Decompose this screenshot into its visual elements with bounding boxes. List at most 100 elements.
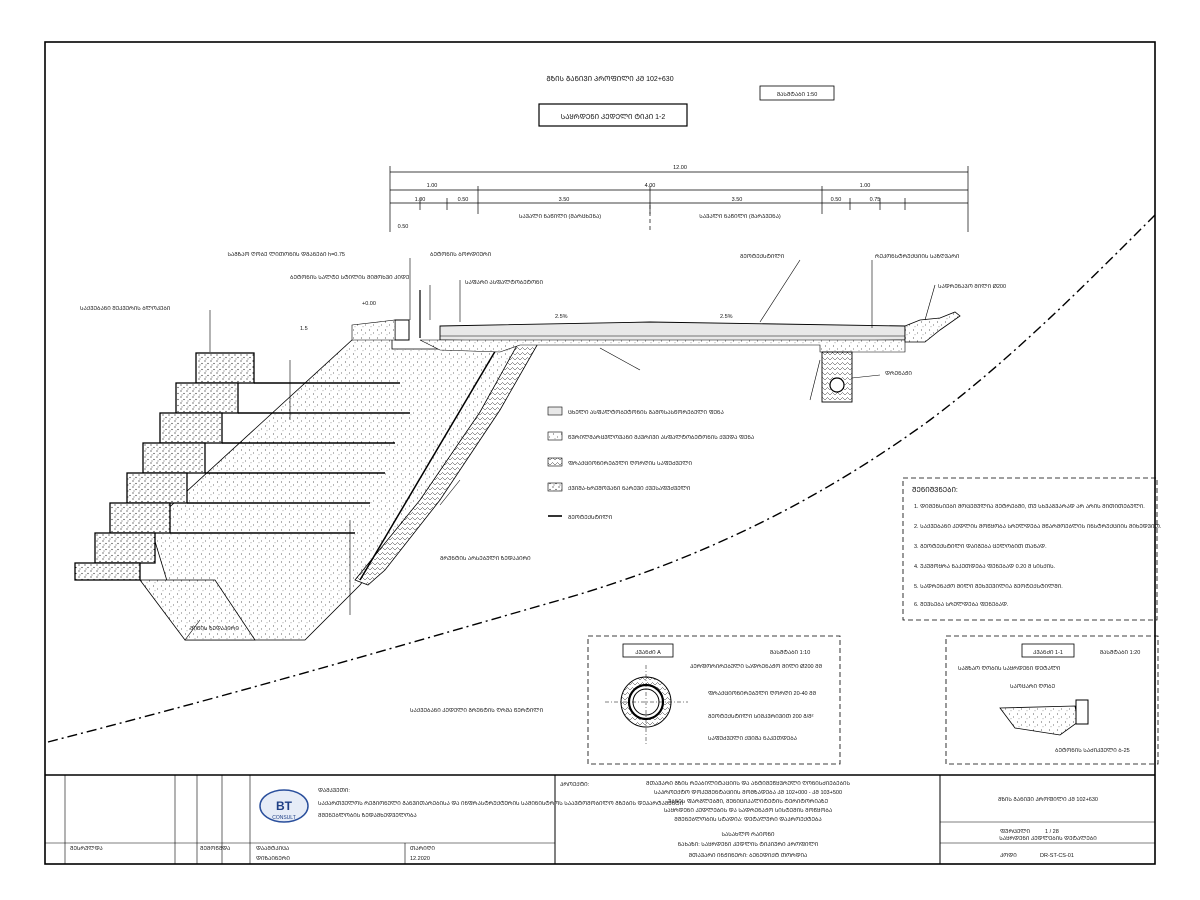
annotation: ᲓᲠᲔᲜᲐᲟᲘ bbox=[885, 371, 912, 377]
client-label: ᲓᲐᲛᲙᲕᲔᲗᲘ: bbox=[318, 788, 350, 794]
project-line: ᲡᲐᲡᲐᲮᲚᲝ ᲠᲐᲘᲝᲜᲘ bbox=[721, 832, 775, 838]
wall-foundation bbox=[139, 579, 256, 641]
retaining-wall bbox=[74, 352, 255, 581]
project-line: ᲣᲑᲜᲘᲡ ᲤᲐᲠᲒᲚᲔᲑᲨᲘ, ᲛᲣᲜᲘᲪᲘᲞᲐᲚᲘᲢᲔᲢᲘᲡ ᲢᲔᲠᲘᲢᲝᲠ… bbox=[668, 798, 828, 805]
detail-b-label: ᲙᲕᲐᲜᲫᲘ 1-1 bbox=[1033, 650, 1063, 656]
annotation: ᲡᲐᲓᲠᲔᲜᲐᲯᲝ ᲛᲘᲚᲘ Ø200 bbox=[938, 284, 1006, 290]
geogrid-layers bbox=[170, 382, 410, 534]
layer-label: ᲒᲔᲝᲢᲔᲥᲡᲢᲘᲚᲘ bbox=[568, 514, 613, 521]
title-block bbox=[45, 774, 1155, 864]
wall-course bbox=[195, 352, 255, 384]
layer-label: ᲪᲮᲔᲚᲘ ᲐᲡᲤᲐᲚᲢᲝᲑᲔᲢᲝᲜᲘᲡ ᲒᲐᲛᲝᲡᲐᲡᲬᲝᲠᲔᲑᲔᲚᲘ ᲤᲔᲜ… bbox=[568, 409, 724, 416]
wall-course bbox=[109, 502, 171, 534]
dim-edge-left: 1.00 bbox=[415, 197, 426, 203]
detail-a-label: ᲙᲕᲐᲜᲫᲘ A bbox=[635, 650, 661, 656]
right-ditch bbox=[904, 311, 961, 343]
layer-label: ᲬᲕᲠᲘᲚᲛᲐᲠᲪᲕᲚᲝᲕᲐᲜᲘ ᲛᲙᲕᲠᲘᲕᲘ ᲐᲡᲤᲐᲚᲢᲝᲑᲔᲢᲝᲜᲘᲡ … bbox=[568, 434, 754, 441]
client-name: ᲡᲐᲥᲐᲠᲗᲕᲔᲚᲝᲡ ᲠᲔᲒᲘᲝᲜᲣᲚᲘ ᲒᲐᲜᲕᲘᲗᲐᲠᲔᲑᲘᲡᲐ ᲓᲐ Ი… bbox=[318, 800, 684, 807]
top-mark: 1.5 bbox=[300, 326, 308, 332]
drain-pipe bbox=[829, 377, 845, 393]
wall-course bbox=[94, 532, 156, 564]
note-item: 1. ᲓᲘᲛᲔᲜᲡᲘᲔᲑᲘ ᲛᲝᲪᲔᲛᲣᲚᲘᲐ ᲛᲔᲢᲠᲔᲑᲨᲘ, ᲗᲣ ᲡᲮᲕ… bbox=[914, 503, 1145, 510]
layer-swatch bbox=[547, 482, 563, 492]
company-logo-text: BT bbox=[276, 799, 293, 813]
layer-swatch bbox=[547, 406, 563, 416]
company-logo bbox=[259, 789, 309, 823]
dim-lane-left: 3.50 bbox=[559, 197, 570, 203]
code-value: DR-ST-CS-01 bbox=[1040, 853, 1074, 859]
note-item: 5. ᲡᲐᲓᲠᲔᲜᲐᲟᲝ ᲛᲘᲚᲘ ᲨᲔᲮᲕᲔᲕᲘᲚᲘᲐ ᲒᲔᲝᲢᲔᲥᲡᲢᲘᲚᲨ… bbox=[914, 583, 1063, 590]
left-lane-label: ᲡᲐᲕᲐᲚᲘ ᲜᲐᲬᲘᲚᲘ (ᲛᲐᲠᲪᲮᲔᲜᲐ) bbox=[519, 214, 601, 220]
layer-swatch bbox=[547, 431, 563, 441]
bottom-left-note: ᲡᲐᲥᲕᲔᲑᲐᲜᲘ ᲙᲔᲓᲔᲚᲘ ᲒᲠᲣᲜᲢᲘᲡ ᲦᲠᲛᲐ ᲬᲔᲠᲢᲘᲚᲘ bbox=[410, 707, 544, 714]
project-line: ᲛᲗᲐᲕᲐᲠᲘ ᲒᲖᲘᲡ ᲠᲔᲐᲑᲘᲚᲘᲢᲐᲪᲘᲘᲡ ᲓᲐ ᲐᲜᲢᲘᲛᲔᲬᲧᲕᲠ… bbox=[646, 780, 850, 787]
annotation: ᲛᲘᲬᲘᲡ ᲖᲔᲓᲐᲞᲘᲠᲘ bbox=[190, 626, 239, 632]
subgrade bbox=[419, 339, 906, 353]
date-value: 12.2020 bbox=[410, 856, 430, 862]
drawing-subtitle: ᲡᲐᲧᲠᲓᲔᲜᲘ ᲙᲔᲓᲚᲔᲑᲘᲡ ᲓᲔᲢᲐᲚᲔᲑᲘ bbox=[999, 835, 1097, 842]
project-line: ᲛᲗᲐᲕᲐᲠᲘ ᲘᲜᲟᲘᲜᲔᲠᲘ: ᲑᲔᲜᲔᲓᲘᲥᲢ ᲗᲝᲠᲓᲘᲐ bbox=[689, 852, 808, 859]
slope-right: 2.5% bbox=[720, 314, 733, 320]
annotation: ᲡᲐᲥᲕᲔᲑᲐᲜᲘ ᲨᲔᲙᲕᲔᲠᲘᲡ ᲑᲚᲝᲙᲔᲑᲘ bbox=[80, 306, 171, 312]
detail-a-text: ᲒᲔᲝᲢᲔᲥᲡᲢᲘᲚᲘ ᲡᲘᲛᲙᲕᲠᲘᲕᲘᲗ 200 Გ/Მ² bbox=[708, 713, 814, 720]
detail-b-box bbox=[945, 635, 1159, 765]
slope-left: 2.5% bbox=[555, 314, 568, 320]
dimension-chain bbox=[389, 166, 969, 232]
detail-b-text: ᲡᲐᲝᲪᲐᲠᲘ ᲦᲝᲑᲔ bbox=[1010, 684, 1055, 690]
dim-edge-right: 0.50 bbox=[831, 197, 842, 203]
annotation: ᲡᲐᲤᲐᲠᲘ ᲐᲡᲤᲐᲚᲢᲝᲑᲔᲢᲝᲜᲘ bbox=[465, 279, 544, 286]
sheet-number: 1 / 28 bbox=[1045, 829, 1059, 835]
detail-b-shape bbox=[999, 705, 1079, 736]
detail-a-text: ᲤᲠᲐᲥᲪᲘᲝᲜᲘᲠᲔᲑᲣᲚᲘ ᲦᲝᲠᲦᲘ 20-40 ᲛᲛ bbox=[708, 691, 817, 697]
project-label: ᲞᲠᲝᲔᲥᲢᲘ: bbox=[560, 781, 590, 788]
project-line: ᲡᲐᲧᲠᲓᲔᲜᲘ ᲙᲔᲓᲚᲔᲑᲘᲡ ᲓᲐ ᲡᲐᲓᲠᲔᲜᲐᲟᲝ ᲡᲘᲡᲢᲔᲛᲘᲡ … bbox=[664, 807, 832, 814]
detail-a-scale: ᲛᲐᲡᲨᲢᲐᲑᲘ 1:10 bbox=[770, 649, 811, 656]
wall-course bbox=[159, 412, 223, 444]
existing-ground-line bbox=[47, 214, 1156, 743]
section-title: ᲡᲐᲧᲠᲓᲔᲜᲘ ᲙᲔᲓᲔᲚᲘ ᲢᲘᲞᲘ 1-2 bbox=[561, 113, 666, 121]
layer-legend: ᲪᲮᲔᲚᲘ ᲐᲡᲤᲐᲚᲢᲝᲑᲔᲢᲝᲜᲘᲡ ᲒᲐᲛᲝᲡᲐᲡᲬᲝᲠᲔᲑᲔᲚᲘ ᲤᲔᲜ… bbox=[547, 406, 754, 521]
drainage-layer bbox=[354, 339, 541, 586]
date-label: ᲗᲐᲠᲘᲦᲘ bbox=[410, 846, 435, 852]
leader-lines bbox=[184, 258, 936, 641]
annotation: ᲑᲔᲢᲝᲜᲘᲡ ᲡᲐᲚᲢᲔ ᲡᲢᲘᲚᲘᲡ ᲛᲘᲛᲝᲮᲕᲘ ᲙᲘᲓᲔ bbox=[290, 274, 409, 281]
dim-edge-right-b: 0.75 bbox=[870, 197, 881, 203]
annotation: ᲒᲔᲝᲢᲔᲥᲡᲢᲘᲚᲘ bbox=[740, 253, 785, 260]
note-item: 3. ᲒᲔᲝᲢᲔᲥᲡᲢᲘᲚᲘ ᲓᲐᲘᲒᲔᲑᲐ ᲪᲔᲚᲝᲑᲘᲗ ᲗᲐᲜᲐᲓ. bbox=[914, 543, 1047, 550]
detail-a-box bbox=[587, 635, 841, 765]
note-item: 2. ᲡᲐᲥᲕᲔᲑᲐᲜᲘ ᲙᲔᲓᲚᲘᲡ ᲛᲝᲬᲧᲝᲑᲐ ᲡᲠᲣᲚᲓᲔᲑᲐ ᲛᲬᲐ… bbox=[914, 523, 1162, 530]
note-item: 6. ᲨᲔᲕᲡᲔᲑᲐ ᲡᲠᲣᲚᲓᲔᲑᲐ ᲤᲔᲜᲔᲑᲐᲓ. bbox=[914, 602, 1009, 608]
geotextile-line bbox=[359, 342, 501, 581]
left-curb bbox=[394, 319, 410, 341]
sheet-border bbox=[44, 41, 1156, 865]
dim-offset: 0.50 bbox=[398, 224, 409, 230]
row-value: ᲓᲘᲖᲐᲘᲜᲔᲠᲘ bbox=[256, 856, 290, 862]
sheet-label: ᲤᲣᲠᲪᲔᲚᲘ bbox=[1000, 829, 1031, 835]
detail-a-text: ᲡᲐᲤᲣᲫᲕᲔᲚᲘ ᲥᲕᲘᲨᲐ ᲜᲐᲙᲔᲗᲓᲔᲑᲐ bbox=[708, 736, 797, 742]
code-label: ᲙᲝᲓᲘ bbox=[1000, 853, 1017, 859]
dim-left-shoulder: 1.00 bbox=[427, 183, 438, 189]
section-title-box bbox=[538, 103, 688, 127]
wall-course bbox=[74, 562, 141, 581]
row-label: ᲨᲔᲛᲝᲬᲛᲓᲐ bbox=[200, 846, 230, 852]
elevation-mark: +0.00 bbox=[362, 301, 376, 307]
layer-swatch bbox=[547, 457, 563, 467]
layer-label: ᲥᲕᲘᲨᲐ-ᲮᲠᲔᲨᲝᲕᲐᲜᲘ ᲜᲐᲠᲔᲕᲘ ᲥᲕᲔᲡᲐᲤᲣᲫᲕᲔᲚᲘ bbox=[568, 486, 691, 492]
detail-b-scale: ᲛᲐᲡᲨᲢᲐᲑᲘ 1:20 bbox=[1100, 649, 1141, 656]
client-name-line2: ᲛᲨᲔᲜᲔᲑᲚᲝᲑᲘᲡ ᲖᲔᲓᲐᲛᲮᲔᲓᲕᲔᲚᲝᲑᲐ bbox=[318, 813, 417, 819]
note-item: 4. ᲣᲙᲣᲛᲝᲧᲠᲐ ᲜᲐᲙᲔᲗᲓᲔᲑᲐ ᲤᲔᲜᲔᲑᲐᲓ 0.20 Მ ᲡᲘᲡ… bbox=[914, 564, 1056, 570]
drawing-main-title: ᲒᲖᲘᲡ ᲒᲐᲜᲘᲕᲘ ᲞᲠᲝᲤᲘᲚᲘ ᲙᲛ 102+630 bbox=[546, 75, 673, 83]
project-line: ᲜᲐᲮᲐᲖᲘ: ᲡᲐᲧᲠᲓᲔᲜᲘ ᲙᲔᲓᲚᲘᲡ ᲢᲘᲞᲘᲣᲠᲘ ᲞᲠᲝᲤᲘᲚᲘ bbox=[678, 841, 819, 848]
project-line: ᲡᲐᲞᲠᲝᲔᲥᲢᲝ ᲓᲝᲙᲣᲛᲔᲜᲢᲐᲪᲘᲘᲡ ᲛᲝᲛᲖᲐᲓᲔᲑᲐ ᲙᲛ 102… bbox=[654, 789, 842, 796]
wall-course bbox=[175, 382, 239, 414]
drain-trench bbox=[821, 351, 853, 403]
row-label: ᲓᲐᲐᲛᲢᲙᲘᲪᲐ bbox=[256, 845, 289, 852]
wall-course bbox=[126, 472, 188, 504]
right-lane-label: ᲡᲐᲕᲐᲚᲘ ᲜᲐᲬᲘᲚᲘ (ᲛᲐᲠᲯᲕᲔᲜᲐ) bbox=[699, 214, 781, 220]
detail-b-text: ᲑᲔᲢᲝᲜᲘᲡ ᲡᲐᲫᲘᲙᲕᲔᲚᲘ Ბ-25 bbox=[1055, 747, 1130, 754]
annotation: ᲠᲔᲙᲝᲜᲡᲢᲠᲣᲥᲪᲘᲘᲡ ᲡᲐᲖᲦᲕᲐᲠᲘ bbox=[875, 253, 960, 260]
notes-box bbox=[902, 477, 1158, 621]
detail-b-title: ᲡᲐᲒᲖᲐᲝ ᲦᲝᲑᲘᲡ ᲡᲐᲧᲠᲓᲔᲜᲘ ᲓᲔᲢᲐᲚᲘ bbox=[958, 665, 1061, 672]
dim-edge-left-b: 0.50 bbox=[458, 197, 469, 203]
